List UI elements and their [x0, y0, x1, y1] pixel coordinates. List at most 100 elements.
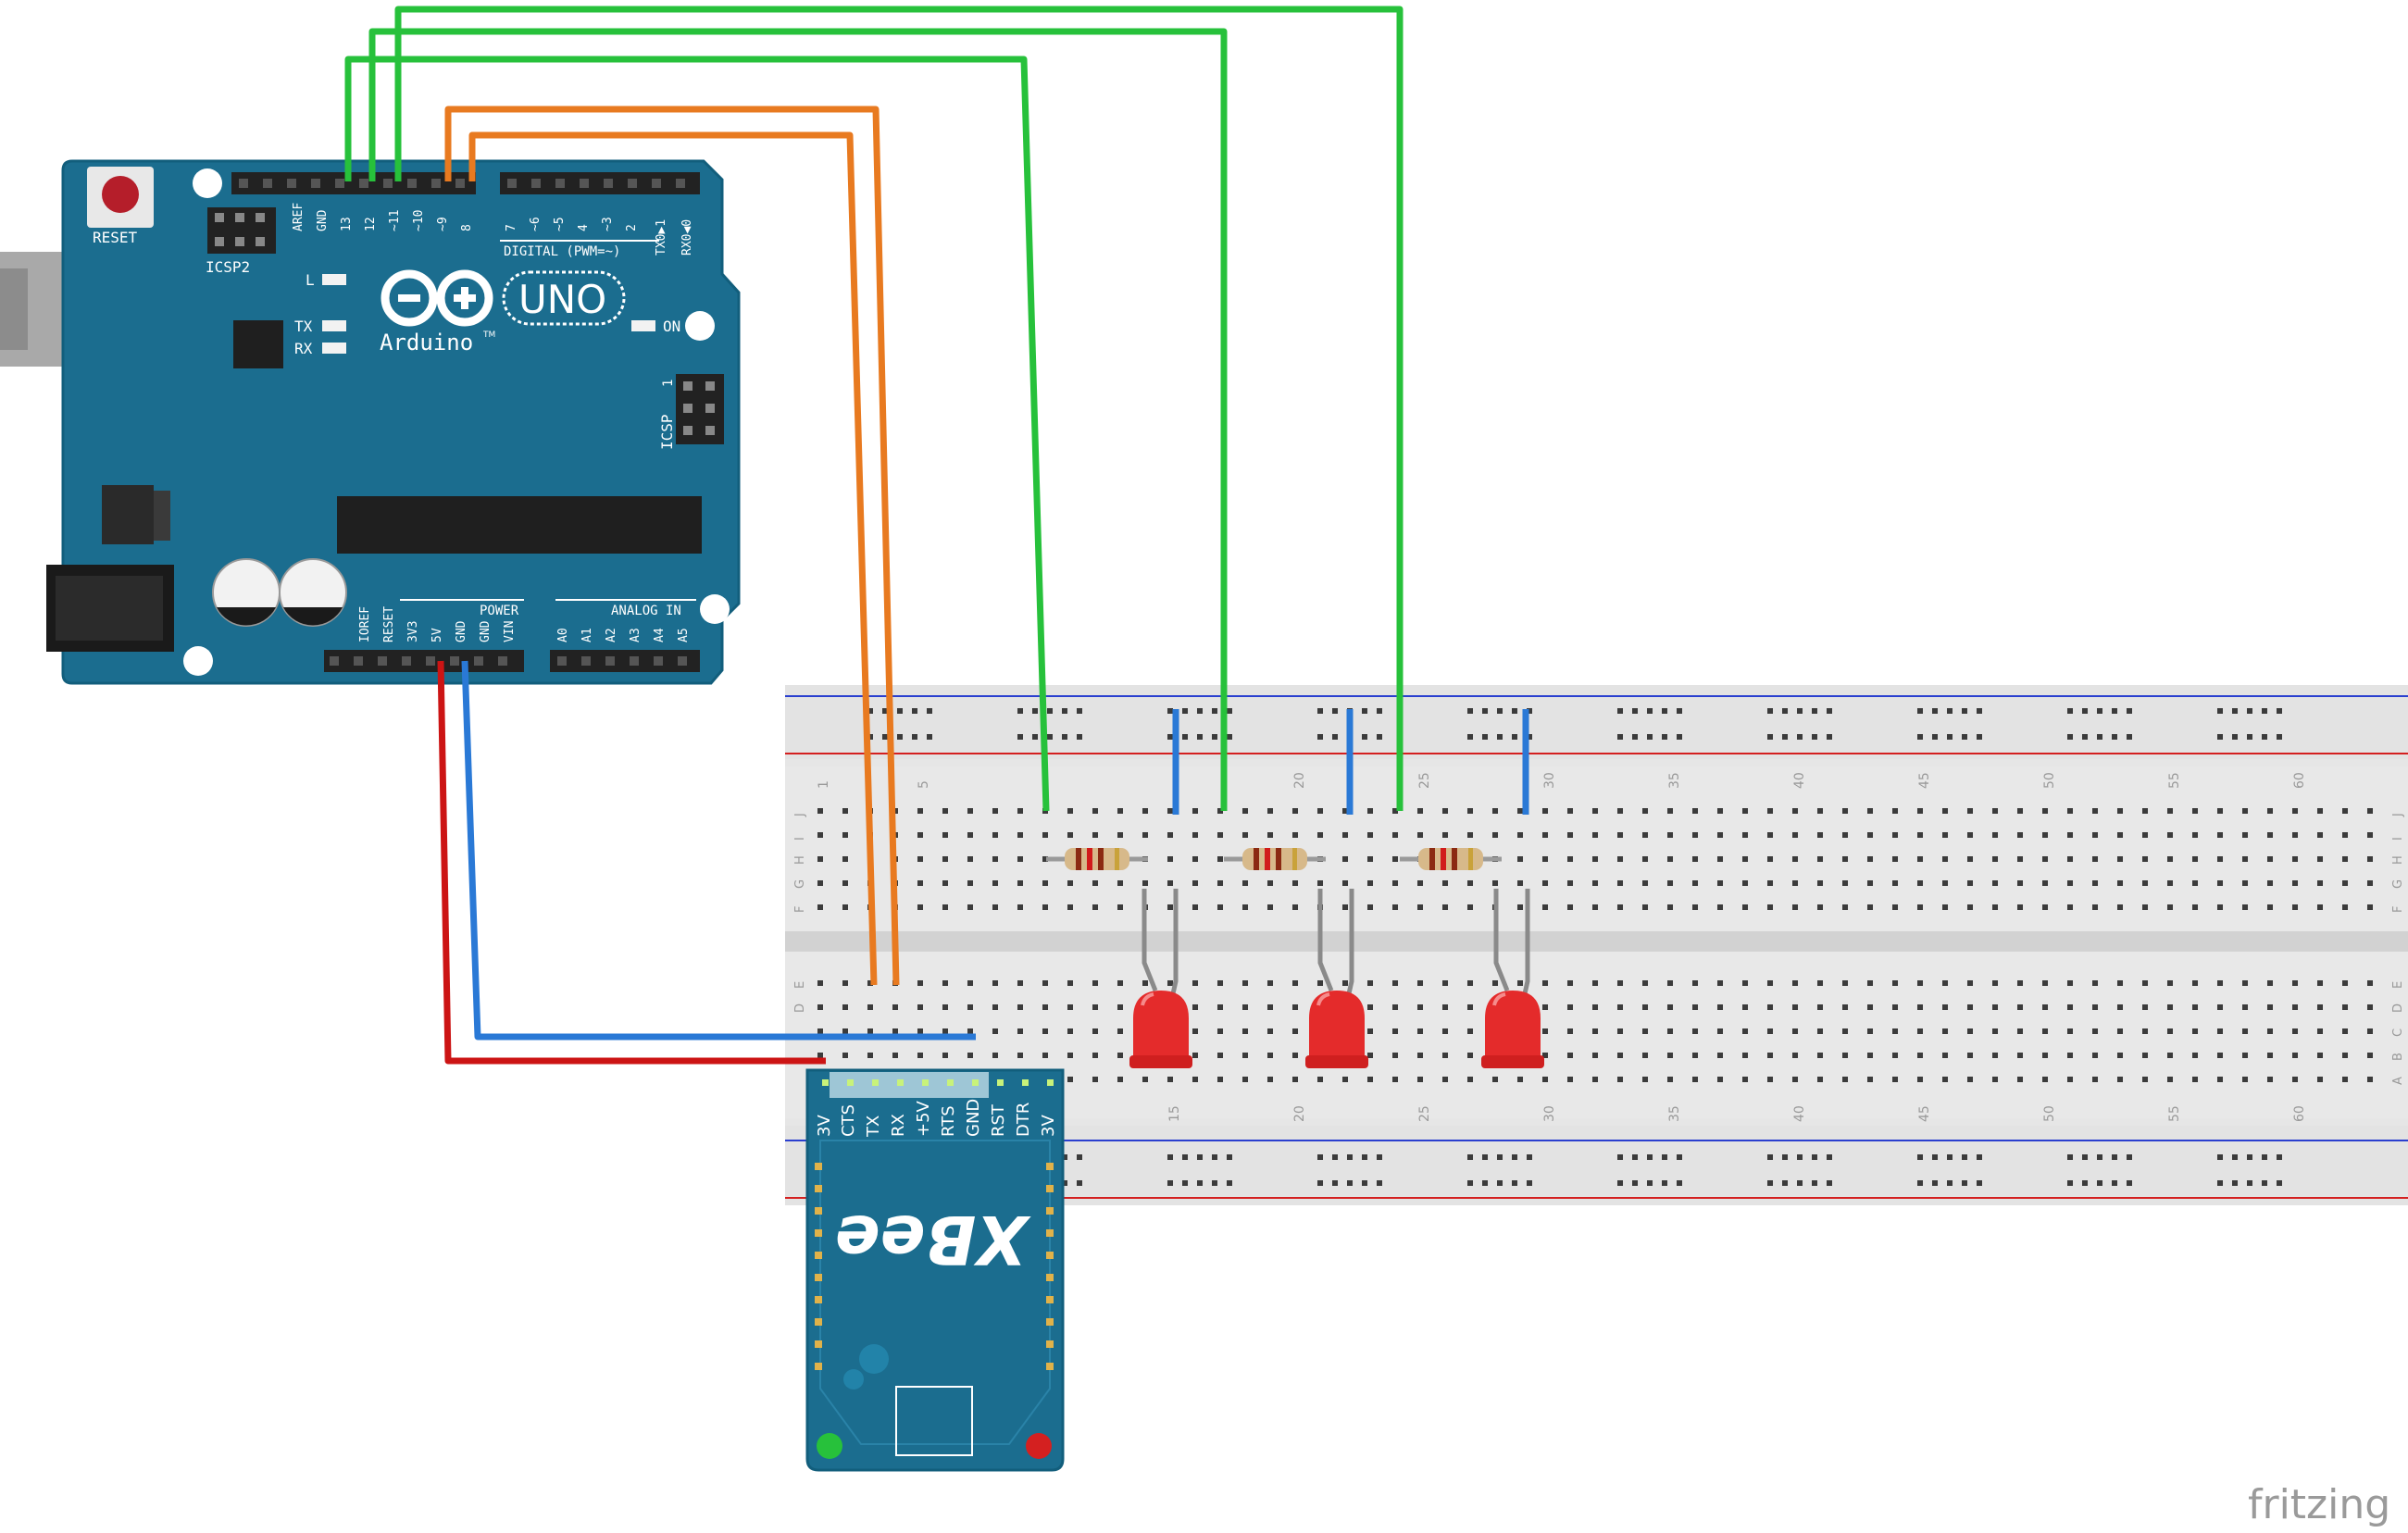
breadboard-hole — [1542, 1053, 1548, 1058]
reset-button-cap[interactable] — [102, 176, 139, 213]
breadboard-rail-holes — [867, 708, 2282, 1186]
breadboard-hole — [1042, 904, 1048, 910]
breadboard-hole — [1842, 880, 1848, 886]
breadboard-hole — [2217, 832, 2223, 838]
breadboard-hole — [1217, 880, 1223, 886]
breadboard-hole — [867, 1004, 873, 1010]
breadboard-hole — [2167, 904, 2173, 910]
rail-hole — [2067, 734, 2073, 740]
rail-hole — [1797, 708, 1803, 714]
pin-label: AREF — [292, 203, 306, 231]
breadboard-hole — [1617, 1077, 1623, 1082]
breadboard-hole — [1542, 856, 1548, 862]
breadboard-hole — [892, 1053, 898, 1058]
rail-hole — [2127, 1180, 2132, 1186]
breadboard-hole — [2367, 808, 2373, 814]
breadboard-hole — [1667, 904, 1673, 910]
breadboard-hole — [1092, 1028, 1098, 1034]
breadboard-hole — [2117, 1053, 2123, 1058]
terminal-strip-top — [785, 766, 2408, 931]
breadboard-hole — [1892, 1077, 1898, 1082]
rail-hole — [1167, 1180, 1173, 1186]
breadboard-hole — [817, 1004, 823, 1010]
rail-hole — [2082, 1154, 2088, 1160]
breadboard-hole — [1392, 1053, 1398, 1058]
rail-hole — [1677, 1154, 1682, 1160]
rail-hole — [1647, 1154, 1653, 1160]
col-number: 50 — [2042, 772, 2057, 789]
breadboard-hole — [1817, 1004, 1823, 1010]
breadboard-hole — [1542, 808, 1548, 814]
rail-hole — [1767, 734, 1773, 740]
rail-hole — [1812, 1180, 1817, 1186]
header-hole — [678, 656, 687, 666]
breadboard-hole — [1367, 880, 1373, 886]
logo-minus — [398, 294, 420, 302]
breadboard-hole — [1892, 1004, 1898, 1010]
logo-name: Arduino — [380, 330, 473, 355]
rail-hole — [2217, 1180, 2223, 1186]
usb-connector-shade — [0, 268, 28, 350]
breadboard-hole — [1542, 1028, 1548, 1034]
breadboard-hole — [1667, 856, 1673, 862]
breadboard-hole — [1192, 880, 1198, 886]
header-hole — [330, 656, 339, 666]
row-letter: E — [793, 981, 807, 989]
breadboard-hole — [2367, 1053, 2373, 1058]
breadboard-hole — [1567, 1077, 1573, 1082]
breadboard-hole — [2117, 1004, 2123, 1010]
breadboard-hole — [1817, 1028, 1823, 1034]
breadboard-hole — [817, 1053, 823, 1058]
breadboard-hole — [2067, 880, 2073, 886]
breadboard-hole — [1867, 856, 1873, 862]
breadboard-hole — [1617, 1004, 1623, 1010]
resistors — [1046, 848, 1502, 870]
breadboard-hole — [2267, 1004, 2273, 1010]
breadboard-hole — [1442, 832, 1448, 838]
header-hole — [531, 179, 541, 188]
breadboard-hole — [1467, 1004, 1473, 1010]
breadboard-hole — [2117, 808, 2123, 814]
breadboard-hole — [2067, 1053, 2073, 1058]
header-hole — [354, 656, 363, 666]
rail-hole — [2262, 1154, 2267, 1160]
row-letter: G — [2391, 879, 2405, 889]
breadboard-hole — [2017, 832, 2023, 838]
breadboard-hole — [1192, 856, 1198, 862]
breadboard-hole — [1017, 904, 1023, 910]
pin-label: A0 — [556, 628, 570, 642]
breadboard-hole — [942, 904, 948, 910]
breadboard-hole — [867, 1053, 873, 1058]
breadboard-hole — [1092, 1077, 1098, 1082]
col-number: 45 — [1917, 772, 1932, 789]
breadboard-hole — [1567, 1004, 1573, 1010]
row-letter: H — [793, 855, 807, 865]
breadboard-hole — [1342, 808, 1348, 814]
breadboard-hole — [1867, 1004, 1873, 1010]
breadboard-hole — [2092, 808, 2098, 814]
breadboard-hole — [2117, 1028, 2123, 1034]
rail-hole — [1077, 734, 1082, 740]
rail-hole — [2232, 708, 2238, 714]
rail-hole — [1977, 1154, 1982, 1160]
breadboard-hole — [917, 832, 923, 838]
rail-hole — [1782, 1180, 1788, 1186]
pin-label: 3V3 — [406, 621, 420, 642]
breadboard-hole — [942, 1004, 948, 1010]
rail-hole — [1227, 1154, 1232, 1160]
rail-hole — [897, 708, 903, 714]
breadboard-hole — [1592, 1077, 1598, 1082]
breadboard-hole — [1742, 1028, 1748, 1034]
breadboard-hole — [1167, 808, 1173, 814]
col-number: 20 — [1292, 1105, 1307, 1122]
col-number: 35 — [1667, 1105, 1682, 1122]
rail-hole — [1212, 734, 1217, 740]
row-letter: I — [2391, 837, 2405, 841]
xbee-pad — [815, 1274, 822, 1281]
xbee-pad — [1046, 1363, 1054, 1370]
breadboard-hole — [1142, 808, 1148, 814]
breadboard-hole — [1317, 808, 1323, 814]
breadboard-hole — [917, 1053, 923, 1058]
breadboard-hole — [1217, 856, 1223, 862]
rail-hole — [1677, 734, 1682, 740]
